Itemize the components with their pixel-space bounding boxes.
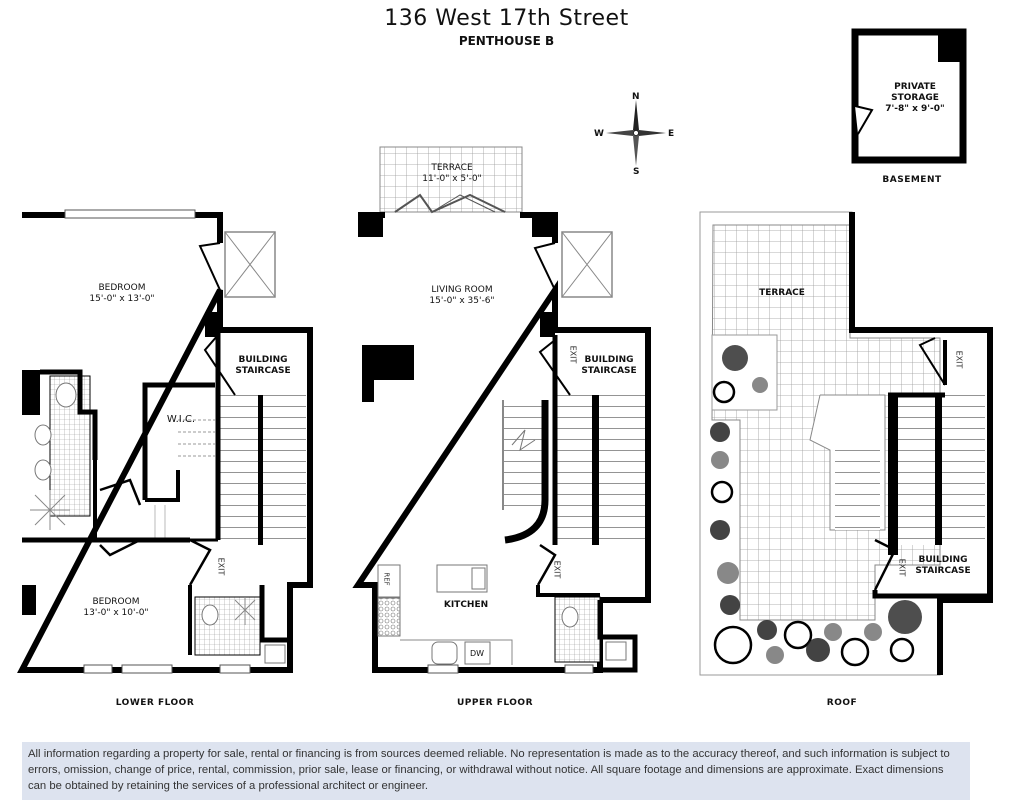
storage-name-line2: STORAGE xyxy=(891,93,939,103)
roof-terrace-label: TERRACE xyxy=(759,288,805,298)
room-name: LIVING ROOM xyxy=(431,285,493,295)
roof-exit-top-label: EXIT xyxy=(954,350,964,369)
room-name: BEDROOM xyxy=(92,597,140,607)
compass-rose xyxy=(606,100,666,166)
upper-floor-plan xyxy=(352,146,651,674)
compass-east-label: E xyxy=(668,129,675,139)
room-name: TERRACE xyxy=(431,163,473,173)
dishwasher-label: DW xyxy=(469,649,485,658)
room-dims: 11'-0" x 5'-0" xyxy=(422,174,482,184)
compass-north-label: N xyxy=(632,92,640,102)
roof-caption: ROOF xyxy=(826,698,858,708)
staircase-line1: BUILDING xyxy=(918,555,968,565)
upper-floor-caption: UPPER FLOOR xyxy=(456,698,534,708)
storage-name-line1: PRIVATE xyxy=(894,82,936,92)
staircase-line1: BUILDING xyxy=(584,355,634,365)
upper-exit-top-label: EXIT xyxy=(568,345,578,364)
kitchen-label: KITCHEN xyxy=(443,600,489,610)
roof-plants xyxy=(710,345,922,667)
lower-staircase-label: BUILDING STAIRCASE xyxy=(235,355,290,377)
ref-label: REF xyxy=(382,572,391,586)
property-address-title: 136 West 17th Street xyxy=(384,6,629,31)
lower-exit-label: EXIT xyxy=(216,557,226,576)
room-name: BEDROOM xyxy=(98,283,146,293)
living-room-label: LIVING ROOM 15'-0" x 35'-6" xyxy=(429,285,494,307)
lower-bedroom1-label: BEDROOM 15'-0" x 13'-0" xyxy=(89,283,154,305)
compass-south-label: S xyxy=(633,167,640,177)
staircase-line2: STAIRCASE xyxy=(235,366,291,376)
lower-floor-plan xyxy=(17,209,313,674)
upper-exit-bottom-label: EXIT xyxy=(552,560,562,579)
roof-plan xyxy=(699,211,993,676)
room-dims: 13'-0" x 10'-0" xyxy=(83,608,149,618)
staircase-line2: STAIRCASE xyxy=(915,566,971,576)
lower-bedroom2-label: BEDROOM 13'-0" x 10'-0" xyxy=(83,597,148,619)
staircase-line1: BUILDING xyxy=(238,355,288,365)
storage-label: PRIVATE STORAGE 7'-8" x 9'-0" xyxy=(885,82,944,115)
lower-floor-caption: LOWER FLOOR xyxy=(115,698,195,708)
storage-dims: 7'-8" x 9'-0" xyxy=(885,104,945,114)
legal-disclaimer: All information regarding a property for… xyxy=(22,742,970,800)
room-dims: 15'-0" x 35'-6" xyxy=(429,296,495,306)
staircase-line2: STAIRCASE xyxy=(581,366,637,376)
basement-caption: BASEMENT xyxy=(882,175,942,185)
upper-staircase-label: BUILDING STAIRCASE xyxy=(581,355,636,377)
compass-west-label: W xyxy=(594,129,604,139)
basement-storage xyxy=(851,28,967,164)
roof-exit-bottom-label: EXIT xyxy=(897,558,907,577)
upper-terrace-label: TERRACE 11'-0" x 5'-0" xyxy=(422,163,481,185)
unit-subtitle: PENTHOUSE B xyxy=(458,34,555,48)
roof-staircase-label: BUILDING STAIRCASE xyxy=(915,555,970,577)
room-dims: 15'-0" x 13'-0" xyxy=(89,294,155,304)
lower-wic-label: W.I.C. xyxy=(166,414,196,425)
